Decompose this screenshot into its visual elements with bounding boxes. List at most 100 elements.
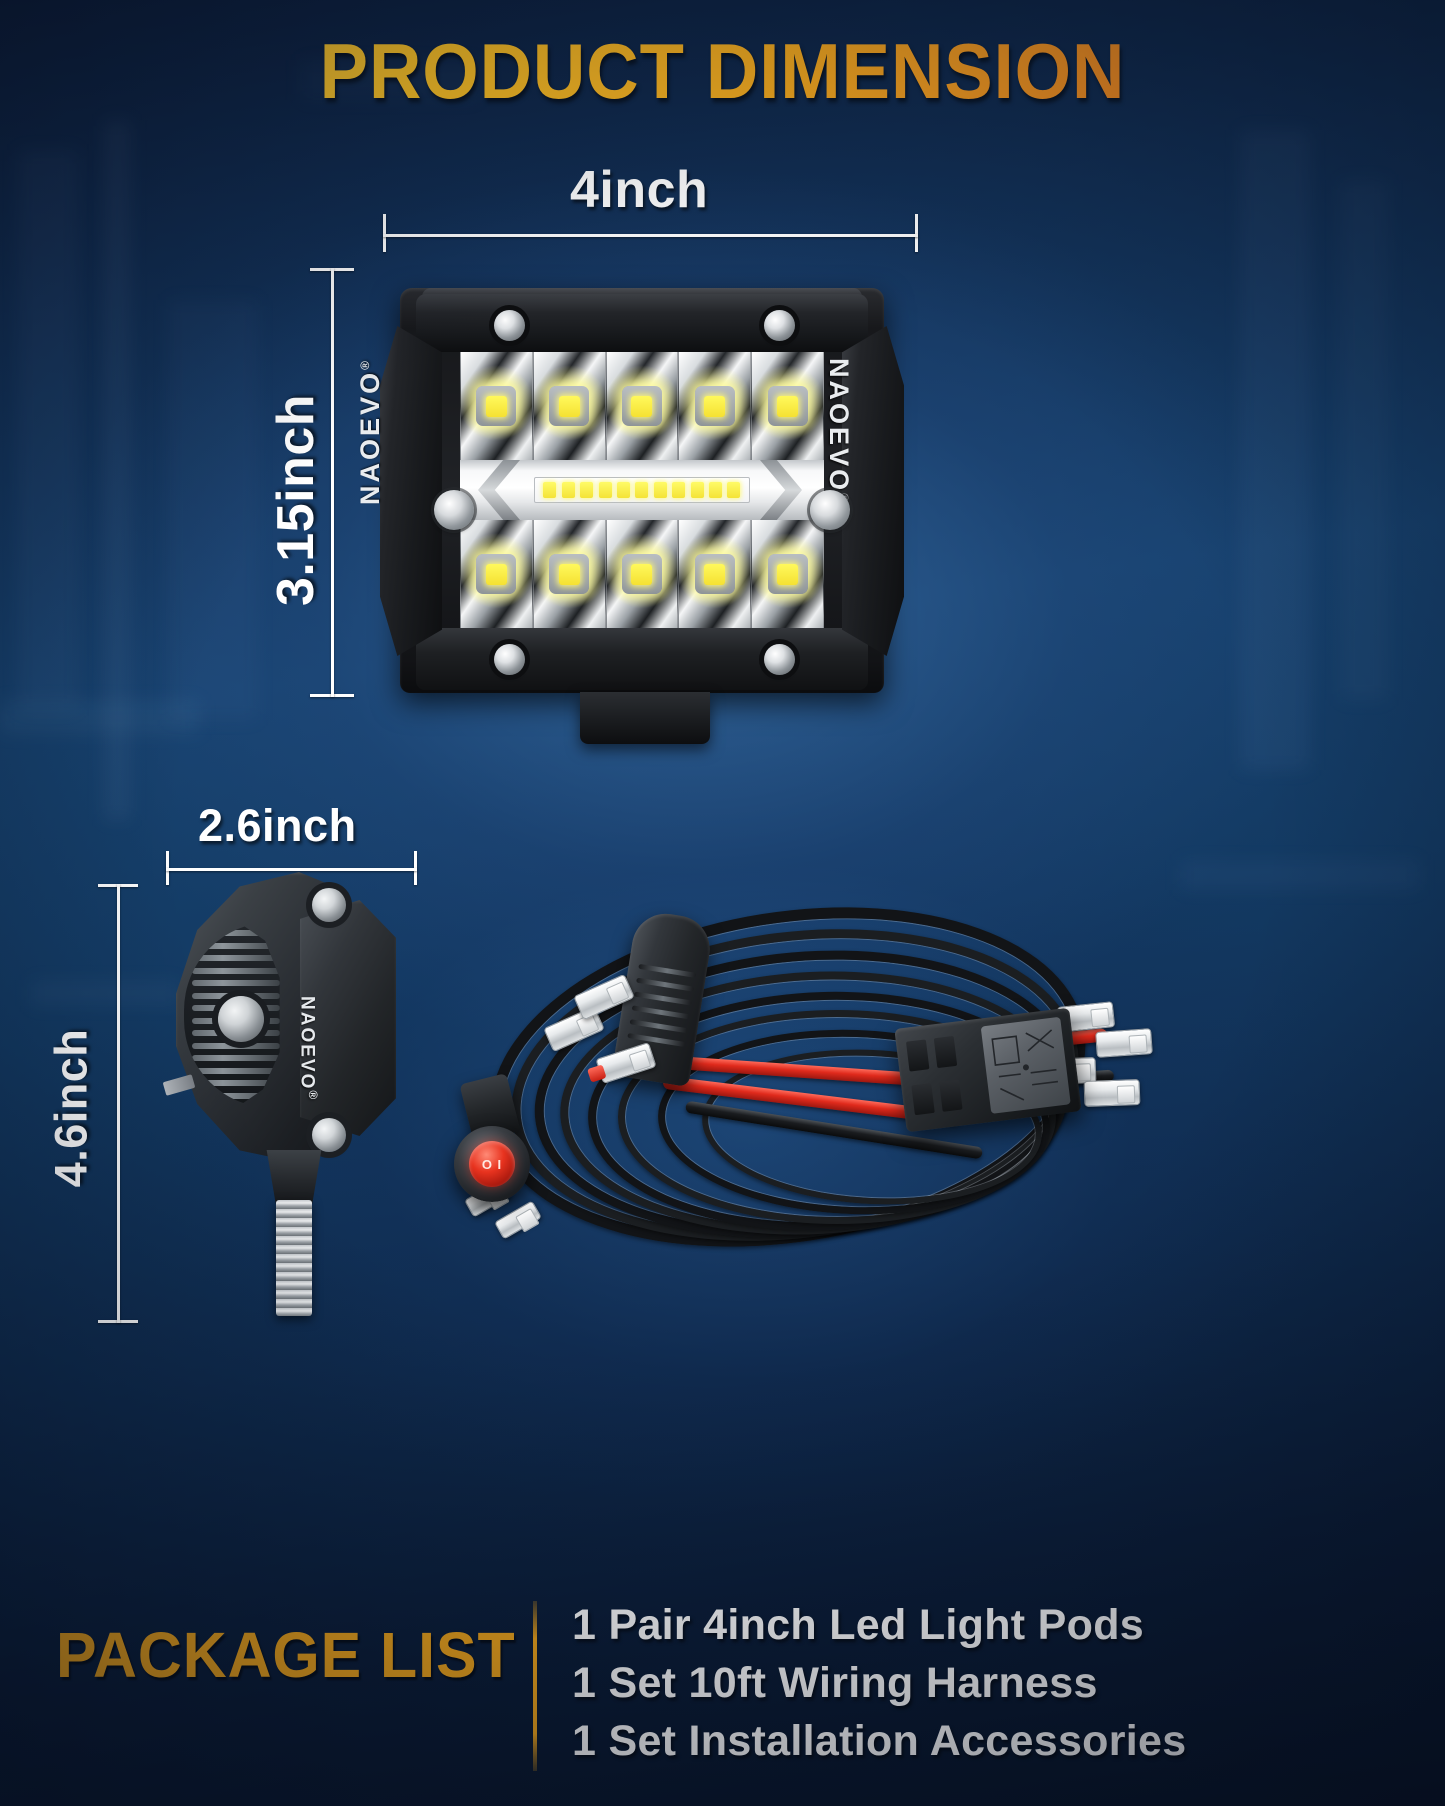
led-chip-icon	[694, 554, 735, 594]
chevron-left-icon	[478, 460, 520, 520]
led-emitter	[678, 520, 752, 628]
strip-led-chip-icon	[653, 482, 667, 498]
led-light-pod: NAOEVO® NAOEVO®	[355, 268, 912, 744]
bracket-tab	[162, 1074, 196, 1096]
led-emitter	[460, 352, 533, 460]
led-chip-icon	[549, 554, 590, 594]
registered-mark-icon: ®	[357, 358, 372, 370]
heat-sink-fin	[192, 1042, 280, 1049]
dimension-tick-pod-width-right	[915, 214, 918, 252]
pivot-bolt-icon	[218, 996, 264, 1042]
strip-led-chip-icon	[709, 482, 723, 498]
led-chip-icon	[621, 386, 662, 426]
package-list-item: 1 Set 10ft Wiring Harness	[572, 1659, 1098, 1707]
relay-box	[894, 1007, 1082, 1133]
bracket-bolt-icon	[312, 1118, 346, 1152]
heat-sink-fin	[192, 955, 280, 961]
pod-left-bezel	[380, 326, 442, 656]
bracket-bolt-icon	[312, 888, 346, 922]
led-emitter	[751, 352, 824, 460]
rocker-switch-button[interactable]: O I	[469, 1141, 515, 1187]
package-list-divider	[533, 1601, 537, 1771]
dimension-label-pod-height: 3.15inch	[267, 393, 326, 607]
wiring-harness: O I	[448, 867, 1208, 1298]
background-streak	[168, 300, 258, 720]
spade-connector	[1083, 1079, 1141, 1107]
led-chip-icon	[621, 554, 662, 594]
dimension-label-pod-width: 4inch	[570, 161, 709, 219]
relay-terminal	[911, 1083, 935, 1116]
rail-screw-icon	[494, 644, 525, 675]
brand-text-right: NAOEVO®	[823, 358, 854, 505]
led-chip-icon	[767, 386, 808, 426]
pod-mount-foot	[580, 692, 710, 744]
relay-terminal	[905, 1039, 930, 1072]
chevron-right-icon	[760, 460, 802, 520]
heat-sink-fin	[192, 1055, 280, 1061]
strip-led-chip-icon	[617, 482, 631, 498]
led-emitter	[678, 352, 752, 460]
dimension-line-pod-width	[383, 234, 918, 237]
led-chip-icon	[476, 554, 517, 594]
led-emitter	[532, 520, 606, 628]
pod-bottom-rail	[416, 628, 868, 690]
rocker-switch[interactable]: O I	[454, 1126, 530, 1202]
dimension-line-pod-height	[331, 268, 334, 697]
heat-sink-fin	[192, 967, 280, 974]
dimension-label-bracket-height: 4.6inch	[45, 1028, 97, 1188]
rail-screw-icon	[494, 310, 525, 341]
mounting-bracket: NAOEVO®	[160, 866, 420, 1326]
led-emitter	[605, 520, 679, 628]
brand-name: NAOEVO	[354, 369, 385, 505]
package-list: 1 Pair 4inch Led Light Pods 1 Set 10ft Wi…	[572, 1596, 1392, 1770]
rail-screw-icon	[764, 644, 795, 675]
relay-terminal	[939, 1079, 963, 1112]
strip-led-chip-icon	[561, 482, 575, 498]
background-streak	[18, 150, 78, 710]
background-streak	[1180, 860, 1420, 890]
bracket-wing: NAOEVO®	[300, 900, 396, 1136]
threaded-stud	[276, 1200, 312, 1316]
led-emitter	[460, 520, 533, 628]
spade-connector	[1095, 1028, 1153, 1058]
background-streak	[1340, 180, 1388, 700]
relay-schematic-label	[980, 1016, 1071, 1114]
relay-circuit-diagram-icon	[991, 1029, 1059, 1101]
strip-led-chip-icon	[543, 482, 557, 498]
led-emitter	[751, 520, 824, 628]
strip-led-chip-icon	[690, 482, 704, 498]
led-emitter	[532, 352, 606, 460]
bracket-neck	[266, 1150, 322, 1204]
brand-text-left: NAOEVO®	[355, 358, 386, 505]
background-streak	[30, 980, 180, 1006]
rail-screw-icon	[764, 310, 795, 341]
led-chip-icon	[549, 386, 590, 426]
side-mount-screw-icon	[434, 490, 474, 530]
page-title: PRODUCT DIMENSION	[51, 26, 1395, 117]
pod-top-rail	[416, 294, 868, 352]
brand-name: NAOEVO	[823, 358, 854, 494]
dimension-tick-pod-width-left	[383, 214, 386, 252]
package-list-item: 1 Pair 4inch Led Light Pods	[572, 1601, 1144, 1649]
strip-led-chip-icon	[672, 482, 686, 498]
side-mount-screw-icon	[810, 490, 850, 530]
center-led-strip	[534, 477, 750, 503]
relay-terminal	[933, 1035, 958, 1069]
package-list-item: 1 Set Installation Accessories	[572, 1717, 1187, 1765]
dimension-label-bracket-width: 2.6inch	[198, 800, 357, 851]
center-flood-band	[460, 460, 824, 520]
led-chip-icon	[694, 386, 735, 426]
dimension-line-bracket-height	[117, 884, 120, 1323]
background-streak	[1240, 130, 1310, 770]
led-row-top	[460, 352, 824, 460]
led-emitter	[605, 352, 679, 460]
led-chip-icon	[476, 386, 517, 426]
strip-led-chip-icon	[580, 482, 594, 498]
package-list-heading: PACKAGE LIST	[56, 1619, 516, 1691]
background-streak	[0, 700, 200, 734]
registered-mark-icon: ®	[306, 1090, 320, 1102]
background-streak	[104, 120, 130, 820]
strip-led-chip-icon	[598, 482, 612, 498]
strip-led-chip-icon	[635, 482, 649, 498]
